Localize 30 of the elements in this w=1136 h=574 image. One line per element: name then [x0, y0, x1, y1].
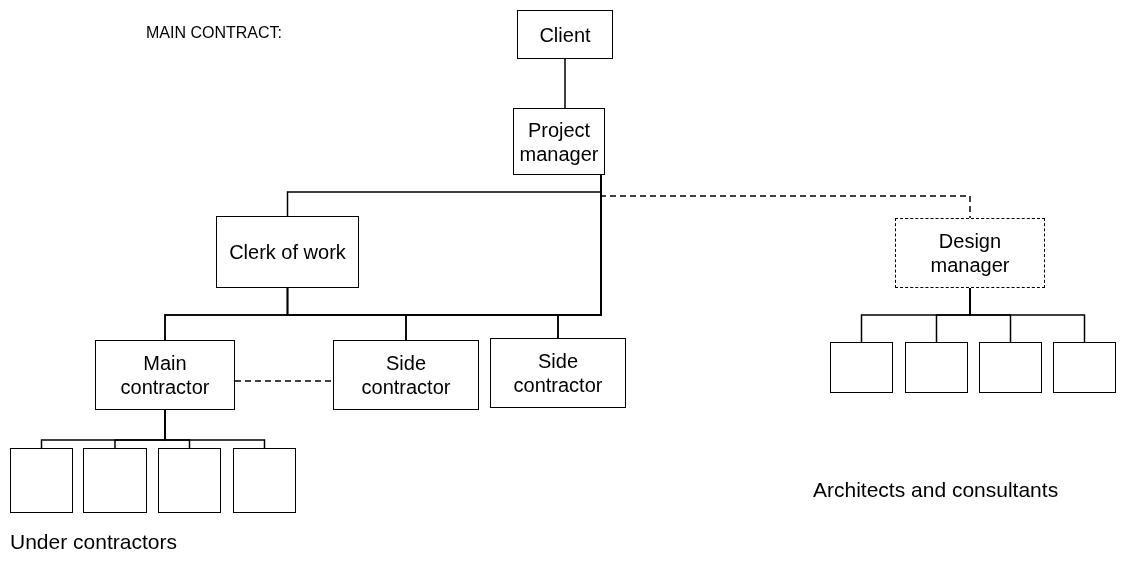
role-title: Side contractor	[360, 351, 452, 399]
connector-line	[557, 174, 602, 339]
role-title: Design manager	[929, 229, 1011, 277]
diagram-heading: MAIN CONTRACT:	[146, 24, 282, 42]
role-box	[517, 10, 613, 59]
role-box	[216, 216, 359, 288]
role-title: Clerk of work	[229, 240, 346, 264]
empty-box	[979, 342, 1042, 393]
connector-line	[164, 409, 266, 449]
role-title: Main contractor	[119, 351, 211, 399]
connector-line	[564, 58, 566, 109]
empty-box	[83, 448, 147, 513]
role-title: Project manager	[519, 117, 599, 166]
dashed-connector	[234, 380, 334, 382]
role-box	[95, 340, 235, 410]
role-title: Client	[539, 22, 591, 47]
role-box	[895, 218, 1045, 288]
role-box	[490, 338, 626, 408]
group-caption: Architects and consultants	[813, 478, 1059, 502]
group-caption: Under contractors	[10, 530, 177, 554]
empty-box	[10, 448, 73, 513]
empty-box	[830, 342, 893, 393]
role-box	[333, 340, 479, 410]
empty-box	[158, 448, 221, 513]
empty-box	[905, 342, 968, 393]
empty-box	[233, 448, 296, 513]
connector-line	[969, 287, 1086, 343]
empty-box	[1053, 342, 1116, 393]
role-title: Side contractor	[512, 349, 604, 397]
role-box	[513, 108, 605, 175]
